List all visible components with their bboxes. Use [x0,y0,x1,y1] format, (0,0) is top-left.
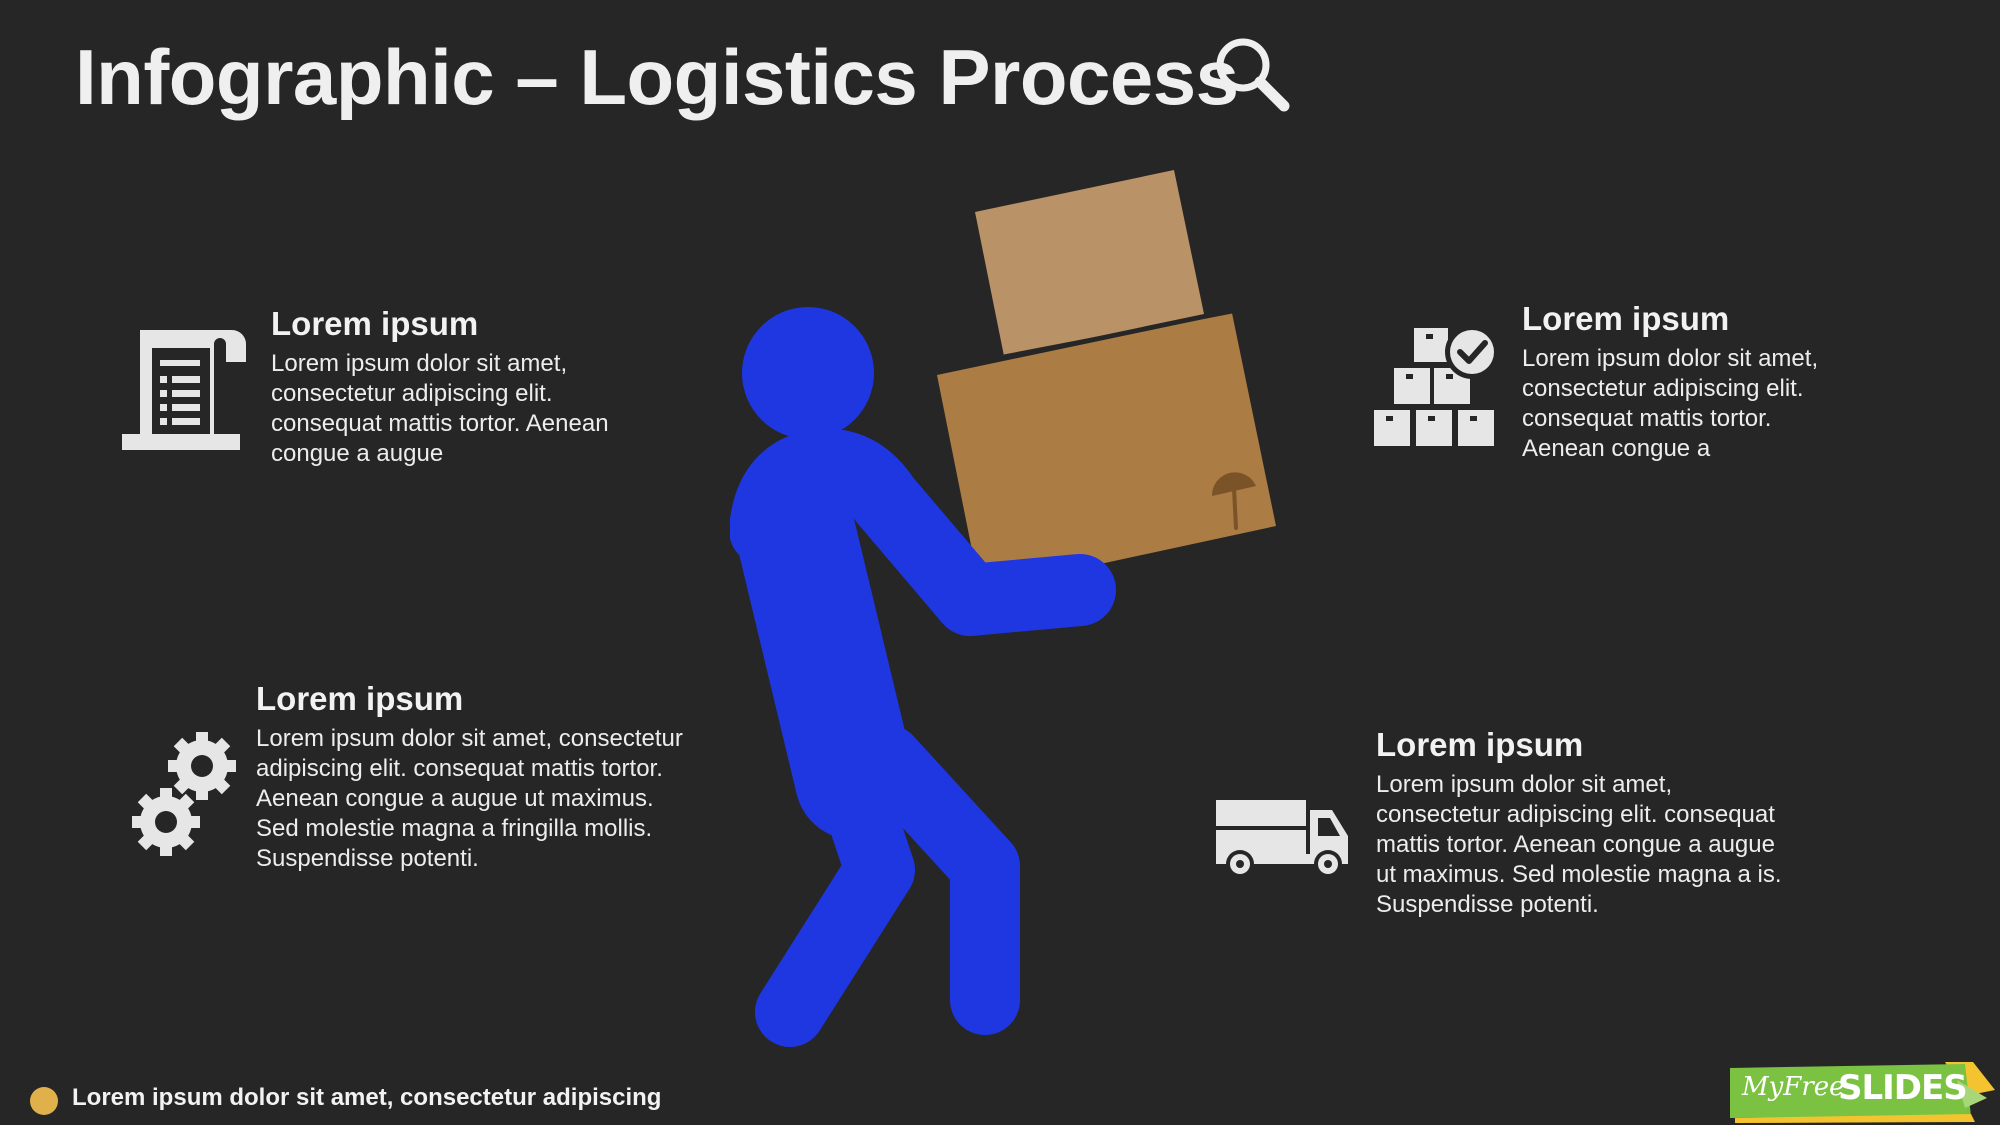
block-body: Lorem ipsum dolor sit amet, consectetur … [271,349,691,469]
block-line: consequat mattis tortor. Aenean [271,410,609,437]
gears-icon [132,732,236,856]
umbrella-icon [1211,472,1256,530]
block-line: Lorem ipsum dolor sit amet, [1376,771,1673,798]
block-body: Lorem ipsum dolor sit amet, consectetur … [1522,344,1942,464]
block-heading: Lorem ipsum [256,680,464,717]
info-block-stock: Lorem ipsum Lorem ipsum dolor sit amet, … [1522,300,1942,464]
block-line: congue a augue [271,440,444,467]
block-line: consectetur adipiscing elit. consequat [1376,801,1775,828]
block-line: Sed molestie magna a fringilla mollis. [256,815,653,842]
block-line: Lorem ipsum dolor sit amet, [1522,345,1819,372]
block-line: adipiscing elit. consequat mattis tortor… [256,755,663,782]
block-line: Lorem ipsum dolor sit amet, consectetur [256,725,683,752]
block-line: consequat mattis tortor. [1522,405,1772,432]
block-body: Lorem ipsum dolor sit amet, consectetur … [256,724,736,874]
block-line: Suspendisse potenti. [256,845,479,872]
bottom-box [937,310,1276,590]
person-carrying-boxes-illustration [730,170,1276,1047]
block-line: Lorem ipsum dolor sit amet, [271,350,568,377]
footer-text: Lorem ipsum dolor sit amet, consectetur … [72,1084,662,1111]
block-line: ut maximus. Sed molestie magna a is. [1376,861,1782,888]
block-line: consectetur adipiscing elit. [271,380,553,407]
block-heading: Lorem ipsum [1376,726,1584,763]
block-line: Aenean congue a augue ut maximus. [256,785,654,812]
brand-bold-text: SLIDES [1838,1068,1968,1108]
block-body: Lorem ipsum dolor sit amet, consectetur … [1376,770,1856,920]
block-line: consectetur adipiscing elit. [1522,375,1804,402]
stacked-boxes-check-icon [1374,326,1499,446]
info-block-truck: Lorem ipsum Lorem ipsum dolor sit amet, … [1376,726,1856,920]
info-block-gears: Lorem ipsum Lorem ipsum dolor sit amet, … [256,680,736,874]
brand-logo [1730,1062,1995,1123]
truck-icon [1216,800,1348,878]
brand-script-text: MyFree [1742,1072,1845,1102]
search-icon [1216,38,1290,112]
info-block-receipt: Lorem ipsum Lorem ipsum dolor sit amet, … [271,305,691,469]
page-title: Infographic – Logistics Process [75,33,1239,121]
block-heading: Lorem ipsum [271,305,479,342]
block-line: Suspendisse potenti. [1376,891,1599,918]
person-figure [730,307,1116,1047]
block-line: mattis tortor. Aenean congue a augue [1376,831,1775,858]
top-box [975,170,1204,356]
block-line: Aenean congue a [1522,435,1711,462]
footer-bullet-dot [30,1087,58,1115]
block-heading: Lorem ipsum [1522,300,1730,337]
receipt-icon [122,330,246,450]
